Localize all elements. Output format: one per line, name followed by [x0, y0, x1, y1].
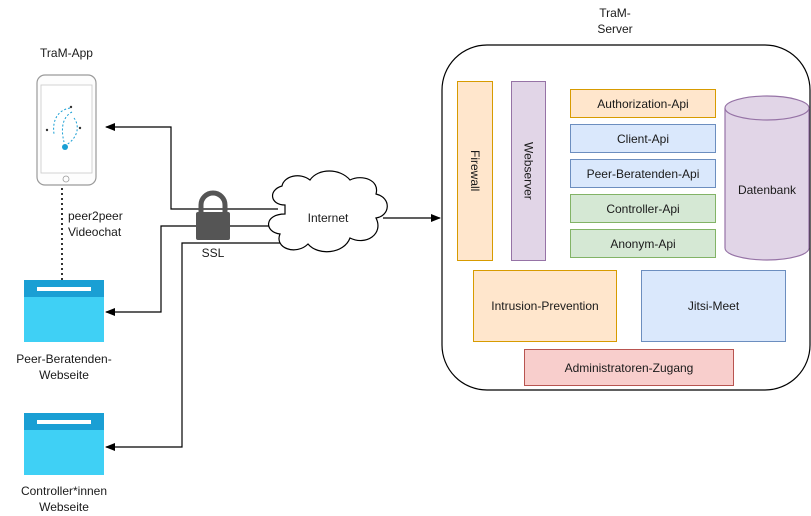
- controller-site-label-line2: Webseite: [39, 500, 89, 514]
- app-label: TraM-App: [40, 46, 93, 60]
- p2p-label-line2: Videochat: [68, 225, 122, 239]
- api-box-peer: Peer-Beratenden-Api: [570, 159, 716, 188]
- jitsi-meet-box: Jitsi-Meet: [641, 270, 786, 342]
- lock-icon: [196, 190, 230, 240]
- intrusion-prevention-box: Intrusion-Prevention: [473, 270, 617, 342]
- controller-website-icon: [24, 413, 104, 475]
- api-box-authorization: Authorization-Api: [570, 89, 716, 118]
- api-box-anonym: Anonym-Api: [570, 229, 716, 258]
- ssl-label: SSL: [201, 246, 225, 260]
- internet-label: Internet: [307, 211, 349, 225]
- p2p-label-line1: peer2peer: [68, 209, 123, 223]
- api-box-client: Client-Api: [570, 124, 716, 153]
- database-label: Datenbank: [737, 183, 797, 197]
- api-box-controller: Controller-Api: [570, 194, 716, 223]
- firewall-box: Firewall: [457, 81, 493, 261]
- peer-website-icon: [24, 280, 104, 342]
- connector-app: [105, 123, 278, 210]
- webserver-box: Webserver: [511, 81, 546, 261]
- server-title-line2: Server: [597, 22, 633, 36]
- controller-site-label-line1: Controller*innen: [20, 484, 108, 498]
- internet-cloud: [268, 170, 388, 253]
- connector-peer-site: [105, 225, 271, 316]
- peer-site-label-line1: Peer-Beratenden-: [16, 352, 112, 366]
- database-cylinder: [724, 95, 810, 261]
- peer-site-label-line2: Webseite: [39, 368, 89, 382]
- admin-access-box: Administratoren-Zugang: [524, 349, 734, 386]
- connector-controller-site: [105, 242, 300, 451]
- smartphone-icon: [36, 74, 97, 186]
- server-title-line1: TraM-: [599, 6, 631, 20]
